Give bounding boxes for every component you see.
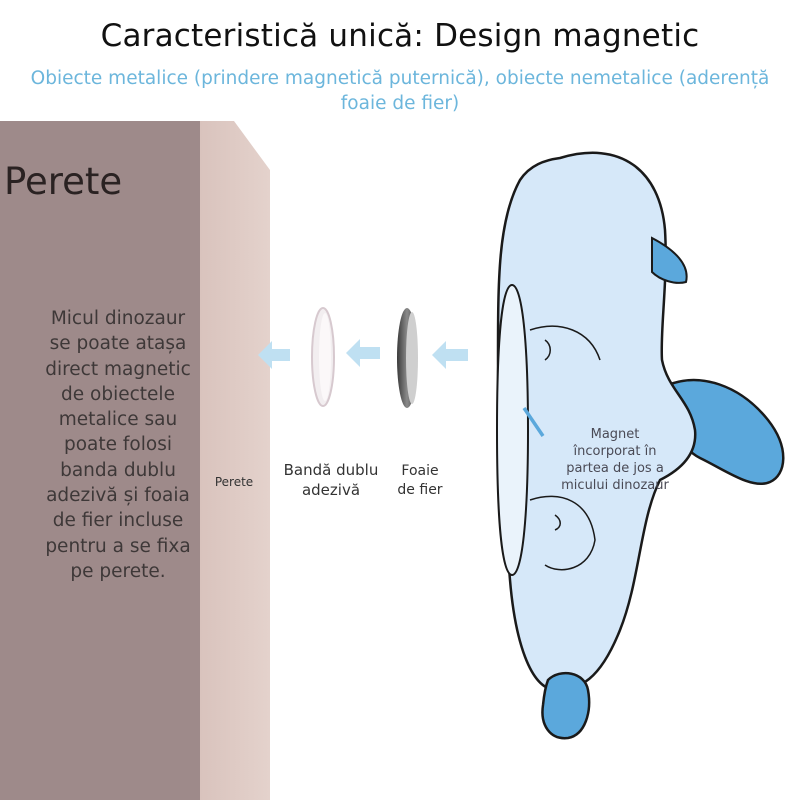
description-line: Micul dinozaur xyxy=(50,308,186,329)
page-subtitle: Obiecte metalice (prindere magnetică put… xyxy=(0,66,800,116)
page-title: Caracteristică unică: Design magnetic xyxy=(100,18,700,54)
wall-description: Micul dinozaur se poate atașa direct mag… xyxy=(32,306,204,584)
plush-dinosaur-illustration xyxy=(495,151,785,740)
description-line: metalice sau xyxy=(58,409,178,431)
tape-caption-line: adezivă xyxy=(301,481,361,499)
magnet-caption-line: Magnet xyxy=(590,427,640,442)
description-line: poate folosi xyxy=(64,434,172,456)
magnet-caption-line: încorporat în xyxy=(573,444,657,459)
subtitle-line: foaie de fier) xyxy=(340,93,460,114)
arrow-icon xyxy=(432,341,468,369)
wall-heading: Perete xyxy=(4,160,123,203)
iron-caption-line: Foaie xyxy=(401,463,439,479)
subtitle-line: Obiecte metalice (prindere magnetică put… xyxy=(30,68,770,89)
magnet-caption: Magnet încorporat în partea de jos a mic… xyxy=(540,426,690,494)
description-line: se poate atașa xyxy=(49,333,187,355)
description-line: de obiectele xyxy=(61,383,175,405)
description-line: pentru a se fixa xyxy=(45,535,191,557)
adhesive-tape-disc-icon xyxy=(311,307,335,407)
description-line: de fier incluse xyxy=(52,510,184,532)
arrow-icon xyxy=(258,341,290,369)
wall-back-panel xyxy=(0,121,200,800)
iron-caption-line: de fier xyxy=(397,482,443,498)
wall-caption: Perete xyxy=(214,475,254,489)
iron-sheet-caption: Foaie de fier xyxy=(384,462,456,500)
description-line: pe perete. xyxy=(70,560,166,582)
tape-caption-line: Bandă dublu xyxy=(283,461,379,479)
tape-caption: Bandă dublu adezivă xyxy=(276,460,386,500)
magnet-caption-line: micului dinozaur xyxy=(561,478,669,493)
wall-side-face xyxy=(200,121,270,800)
arrow-icon xyxy=(346,339,380,367)
iron-sheet-disc-icon xyxy=(397,308,418,408)
description-line: banda dublu xyxy=(60,459,176,481)
description-line: adezivă și foaia xyxy=(46,485,190,507)
magnet-caption-line: partea de jos a xyxy=(566,461,664,476)
description-line: direct magnetic xyxy=(45,358,191,380)
